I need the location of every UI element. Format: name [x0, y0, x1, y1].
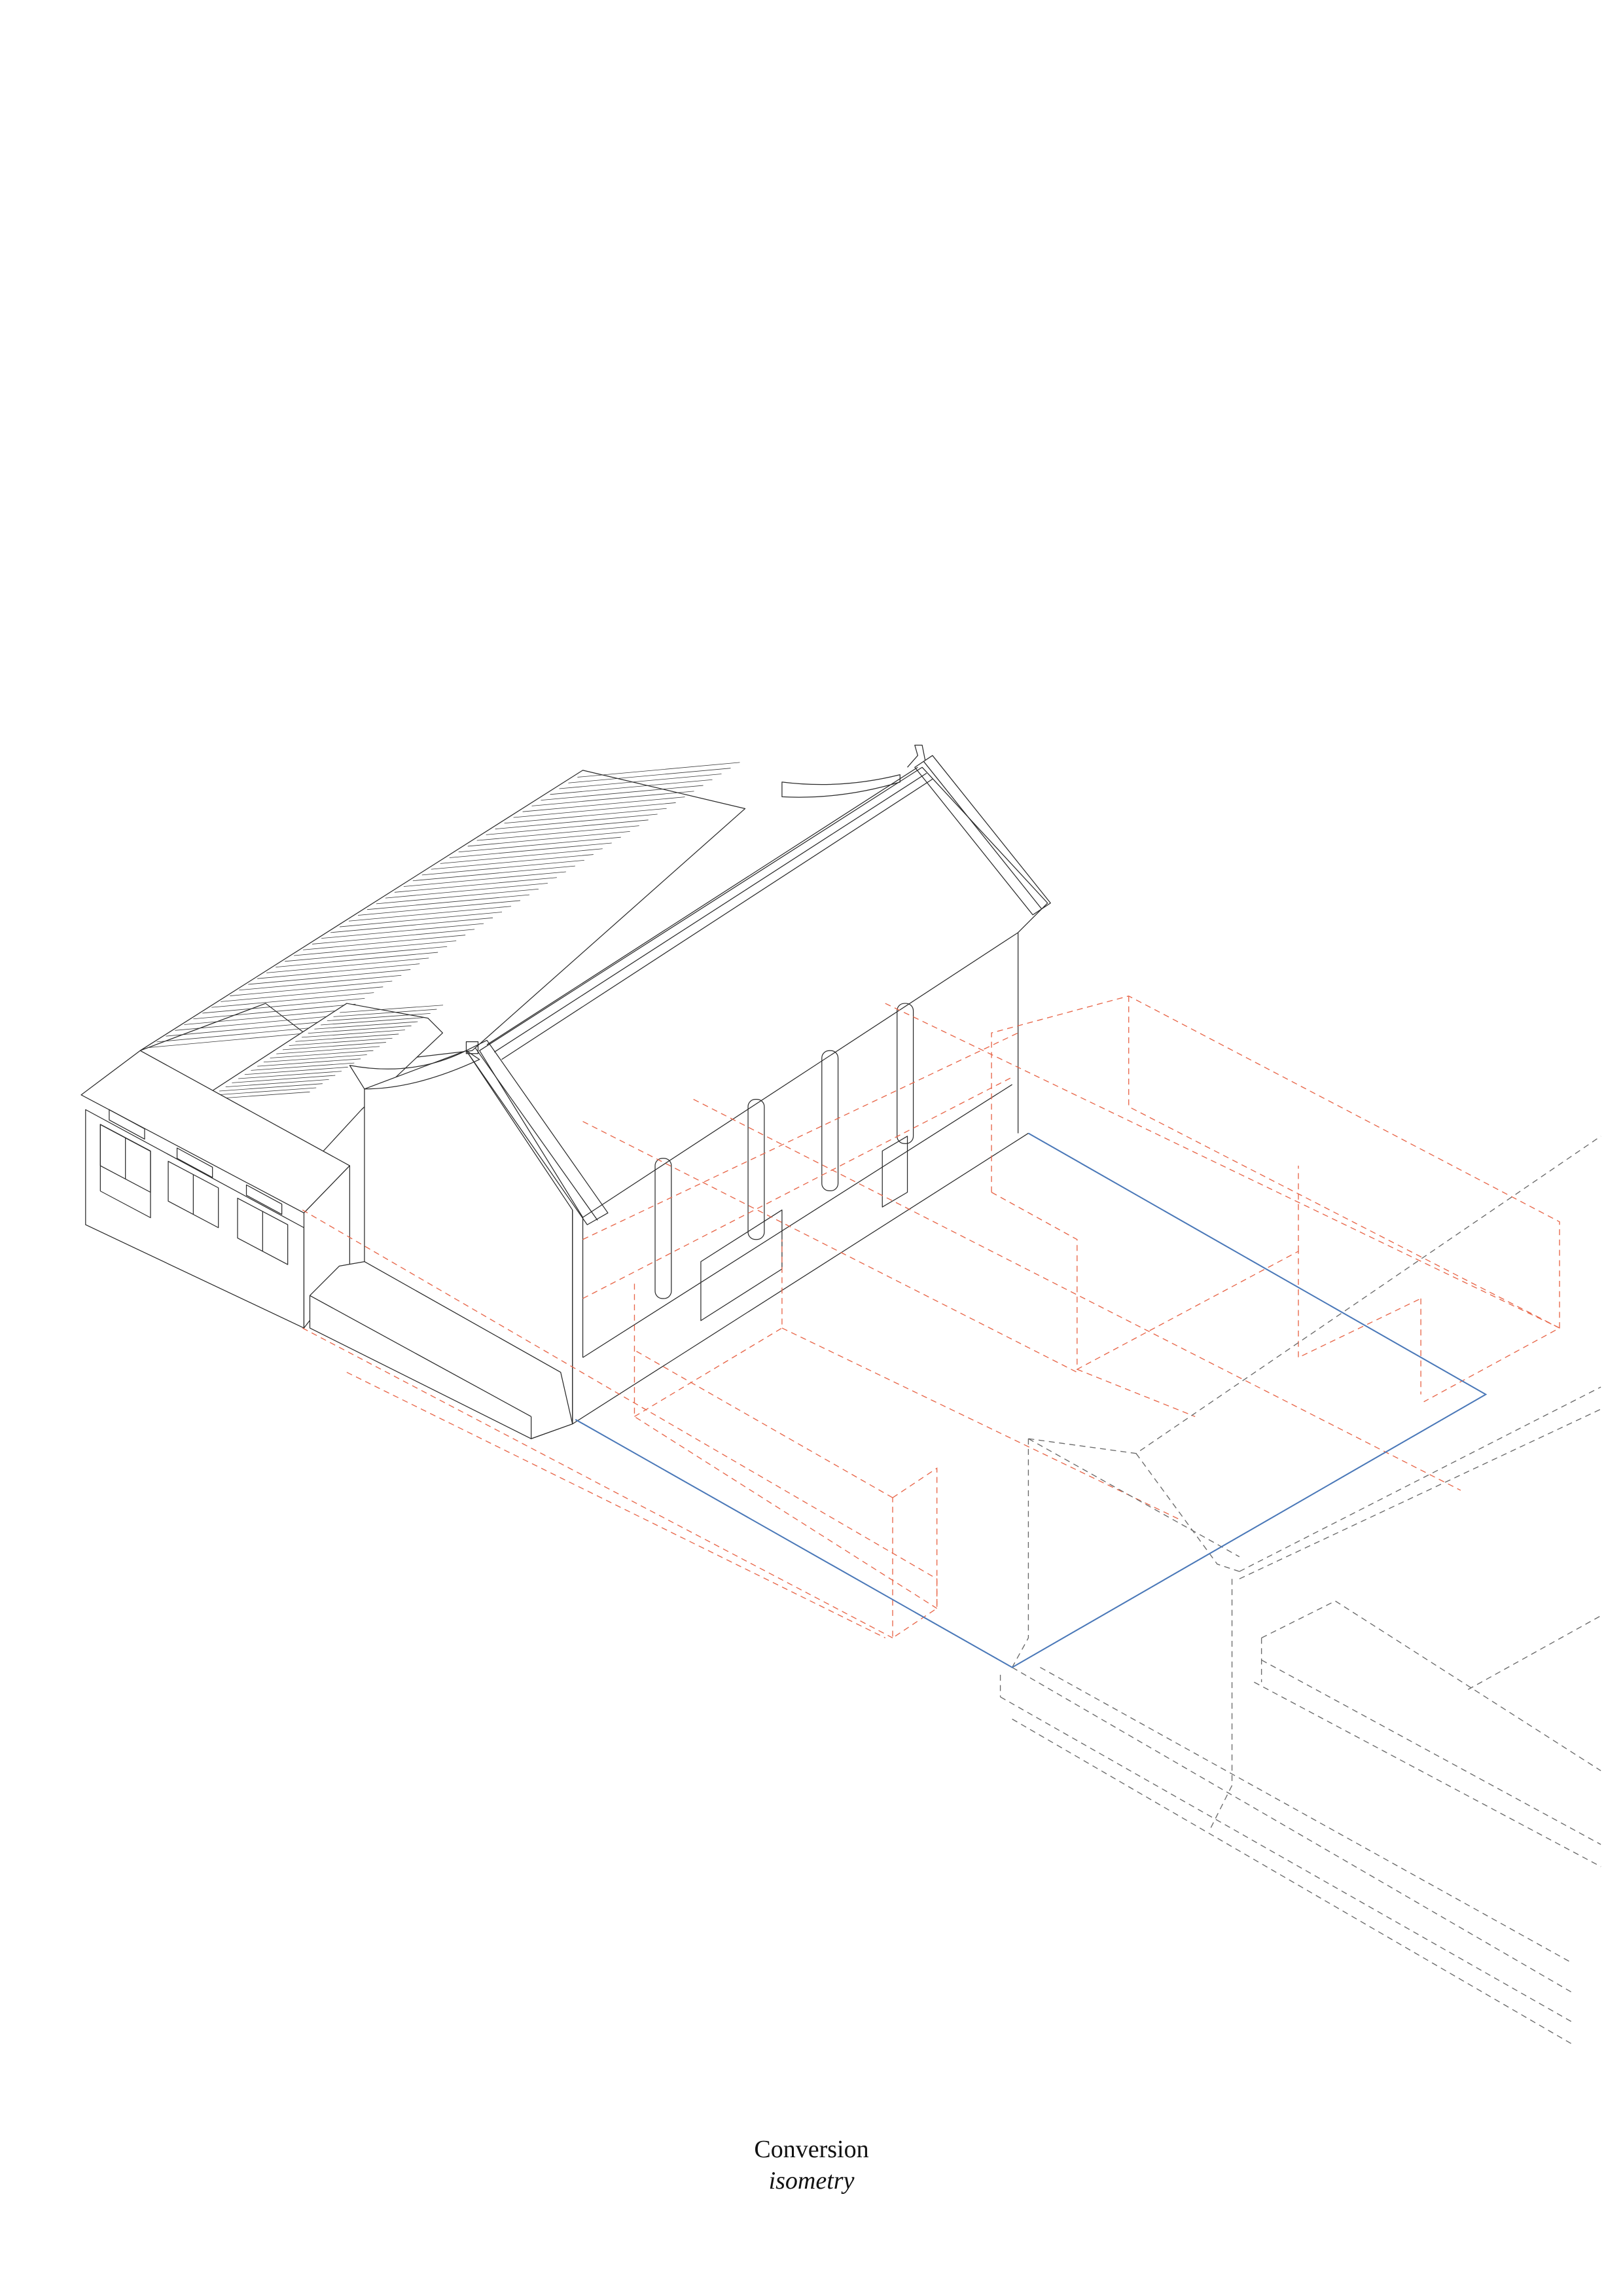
roof-tile-line	[294, 941, 457, 956]
roof-tile-line	[321, 1017, 424, 1026]
roof-tile-line	[232, 1075, 336, 1083]
roof-tile-line	[248, 969, 411, 985]
roof-tile-line	[239, 975, 402, 991]
roof-tile-line	[251, 1062, 355, 1071]
roof-tile-line	[403, 871, 566, 887]
left-annex	[80, 1050, 350, 1329]
proposed-volumes	[302, 996, 1560, 1639]
roof-tile-line	[276, 1046, 380, 1054]
roof-tile-line	[211, 992, 374, 1008]
roof-tile-line	[244, 1067, 348, 1075]
roof-tile-line	[219, 1083, 323, 1092]
roof-tile-line	[412, 865, 575, 882]
roof-tile-line	[282, 1042, 386, 1050]
roof-tile-line	[577, 762, 740, 778]
context-outlines	[999, 1136, 1601, 2045]
site-boundary	[575, 1132, 1488, 1668]
caption-subtitle: isometry	[768, 2167, 855, 2195]
roof-tile-line	[513, 802, 676, 818]
roof-tile-line	[531, 791, 694, 806]
roof-tile-line	[333, 1009, 437, 1017]
roof-tile-line	[147, 1032, 310, 1049]
roof-tile-line	[303, 935, 466, 950]
roof-tile-line	[366, 894, 529, 910]
roof-tile-line	[230, 980, 393, 996]
roof-tile-line	[340, 1005, 444, 1013]
roof-tile-line	[175, 1015, 338, 1031]
roof-tile-line	[257, 1058, 361, 1067]
roof-tile-line	[449, 842, 612, 858]
roof-tile-line	[285, 946, 448, 962]
roof-tile-hatching	[147, 762, 740, 1049]
roof-tile-line	[270, 1050, 374, 1058]
roof-tile-line	[166, 1021, 329, 1037]
roof-tile-line	[486, 819, 649, 835]
roof-tile-line	[467, 831, 630, 847]
roof-tile-line	[550, 779, 713, 795]
roof-tile-line	[314, 1021, 418, 1030]
roof-tile-line	[431, 854, 594, 870]
roof-tile-line	[541, 785, 704, 801]
roof-tile-line	[330, 917, 493, 933]
roof-tile-line	[339, 912, 503, 927]
roof-tile-line	[385, 883, 548, 899]
roof-tile-line	[504, 808, 667, 824]
roof-tile-line	[302, 1030, 405, 1038]
roof-tile-line	[221, 986, 383, 1002]
roof-tile-line	[312, 929, 475, 944]
roof-tile-line	[266, 958, 429, 973]
roof-tile-line	[440, 848, 603, 864]
roof-tile-line	[308, 1025, 412, 1033]
roof-tile-line	[257, 963, 420, 979]
roof-tile-line	[522, 797, 685, 812]
rear-tiled-roof	[139, 762, 746, 1066]
roof-tile-line	[568, 768, 731, 783]
roof-tile-line	[238, 1071, 342, 1079]
roof-tile-line	[202, 998, 365, 1014]
roof-tile-line	[321, 923, 484, 939]
roof-tile-line	[225, 1079, 329, 1088]
roof-tile-line	[327, 1013, 431, 1022]
roof-tile-line	[193, 1003, 356, 1020]
main-hall	[309, 744, 1051, 1439]
roof-tile-line	[295, 1033, 399, 1042]
roof-tile-line	[394, 877, 557, 893]
roof-tile-line	[357, 900, 520, 916]
roof-tile-line	[559, 774, 722, 789]
roof-tile-line	[276, 952, 438, 967]
roof-tile-hatching	[206, 1005, 444, 1100]
roof-tile-line	[421, 859, 584, 876]
roof-tile-line	[348, 906, 512, 922]
roof-tile-line	[495, 814, 658, 829]
roof-tile-line	[458, 836, 621, 853]
roof-tile-line	[289, 1037, 393, 1046]
roof-tile-line	[376, 888, 539, 905]
roof-tile-line	[156, 1026, 319, 1043]
roof-tile-line	[213, 1087, 317, 1096]
roof-tile-line	[184, 1009, 347, 1025]
roof-tile-line	[476, 825, 639, 841]
roof-tile-line	[263, 1054, 367, 1063]
columns	[654, 1003, 914, 1299]
caption-title: Conversion	[754, 2136, 869, 2163]
